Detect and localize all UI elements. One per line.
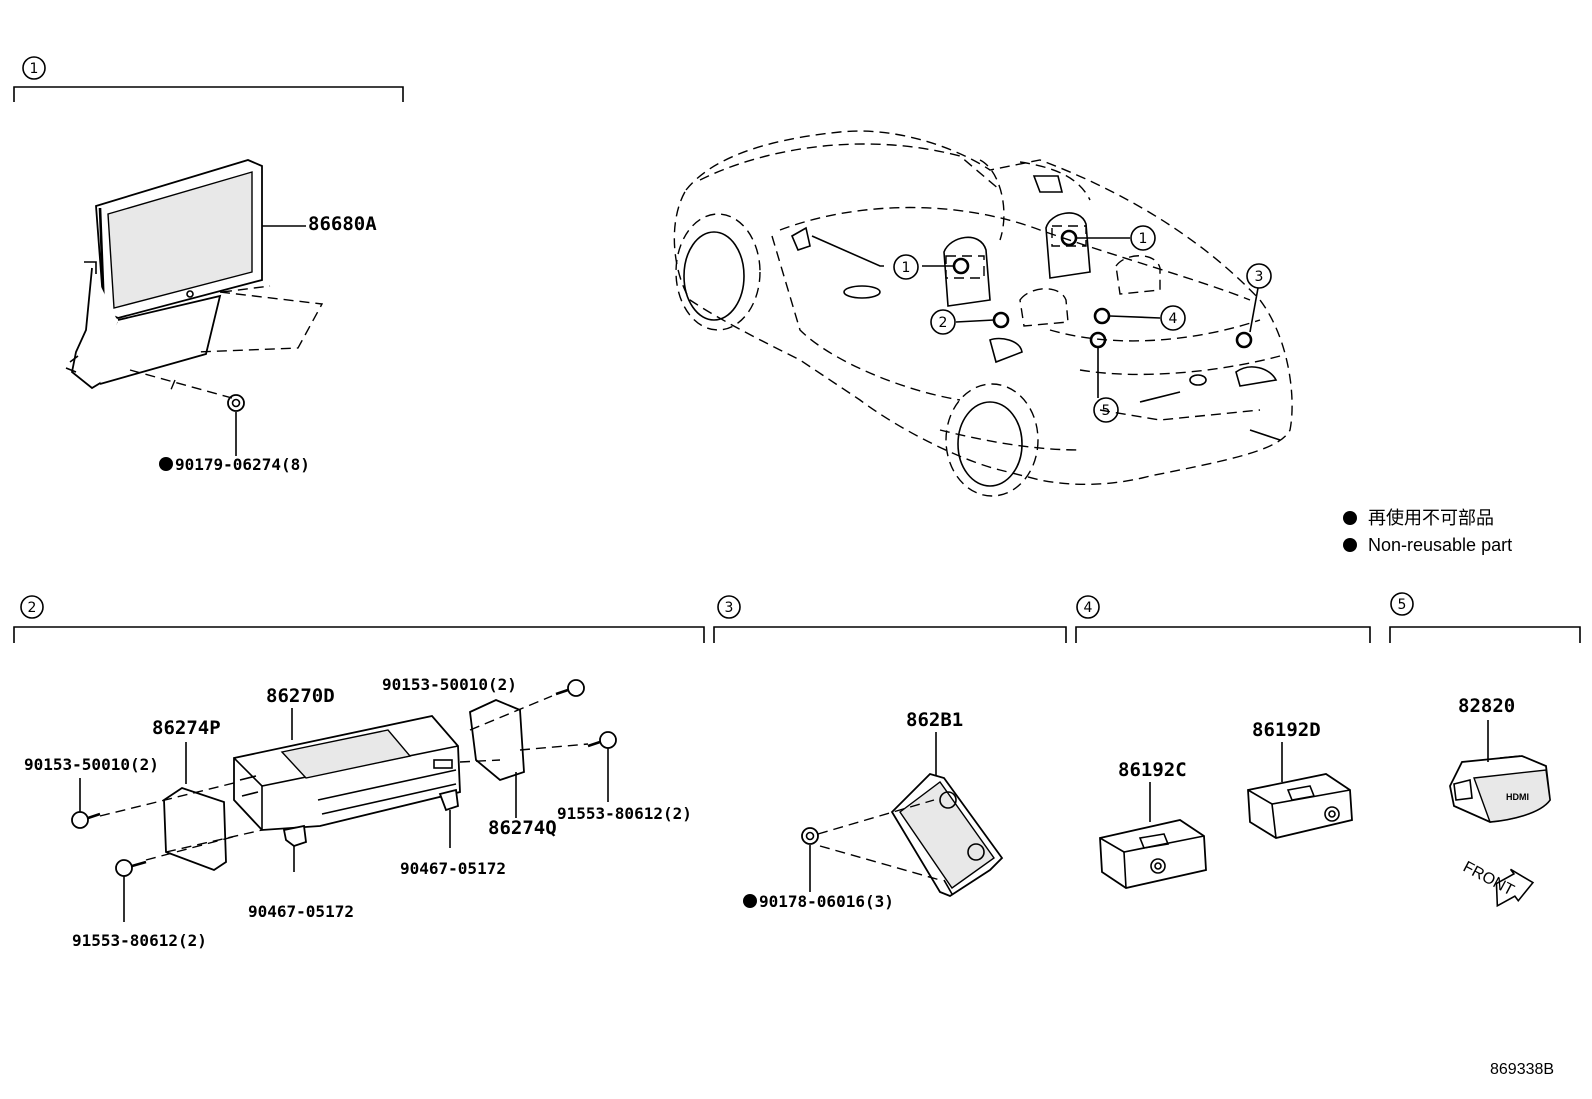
part-86274P: 86274P [152,717,221,739]
legend: 再使用不可部品 Non-reusable part [1343,508,1512,555]
section-5: 5 HDMI 82820 FRONT [1389,592,1581,908]
legend-dot-en [1343,538,1357,552]
section-1-number: 1 [30,61,39,77]
bracket-right [469,699,525,782]
section-4-bracket [1075,626,1371,643]
section-2: 2 86270D 86274P 86274Q [13,595,705,950]
part-90153-right: 90153-50010(2) [382,675,517,694]
screw-90153-right [567,679,585,697]
part-90467-a: 90467-05172 [248,902,354,921]
non-reusable-dot-90178 [743,894,757,908]
callout-3: 3 [1255,269,1264,285]
screw-90153-left [71,811,89,829]
section-2-bracket [13,626,705,643]
bracket-left [163,787,227,872]
legend-jp: 再使用不可部品 [1368,508,1494,528]
hdmi-jack-82820: HDMI [1449,755,1551,823]
usb-jack-86192C [1099,819,1207,889]
section-1: 1 86680A 90179-06274(8) [13,56,404,474]
front-label: FRONT [1460,859,1517,900]
part-86270D: 86270D [266,685,335,707]
part-90178: 90178-06016(3) [759,892,894,911]
section-5-circle [1390,592,1414,616]
display-monitor [65,159,263,412]
callout-1b: 1 [1139,231,1148,247]
module-862B1 [890,772,1004,898]
section-2-circle [20,595,44,619]
legend-en: Non-reusable part [1368,535,1512,555]
section-1-bracket [13,86,404,102]
section-3-bracket [713,626,1067,643]
part-90467-b: 90467-05172 [400,859,506,878]
section-4-circle [1076,595,1100,619]
section-3-number: 3 [725,600,734,616]
callout-5: 5 [1102,403,1111,419]
callout-1a: 1 [902,260,911,276]
callout-4: 4 [1169,311,1178,327]
part-91553-right: 91553-80612(2) [557,804,692,823]
part-82820: 82820 [1458,695,1515,717]
nut-90178 [801,827,819,845]
hdmi-label: HDMI [1506,792,1529,802]
car-overview: 1 1 2 4 5 3 [673,130,1293,497]
section-5-bracket [1389,626,1581,643]
part-86274Q: 86274Q [488,817,557,839]
clip-90467-a [282,824,307,848]
main-unit [233,715,461,831]
section-2-number: 2 [28,600,37,616]
callout-2: 2 [939,315,948,331]
non-reusable-dot [159,457,173,471]
part-86192C: 86192C [1118,759,1187,781]
part-862B1: 862B1 [906,709,963,731]
section-3-circle [717,595,741,619]
section-3: 3 862B1 90178-06016(3) [713,595,1067,911]
part-91553-left: 91553-80612(2) [72,931,207,950]
section-4: 4 86192C 86192D [1075,595,1371,889]
nut-90179 [227,394,245,412]
clip-90467-b [438,788,459,812]
legend-dot-jp [1343,511,1357,525]
part-86192D: 86192D [1252,719,1321,741]
section-4-number: 4 [1084,600,1093,616]
screw-91553-left [115,859,133,877]
front-arrow: FRONT [1460,859,1535,908]
diagram-reference-code: 869338B [1490,1061,1554,1078]
usb-jack-86192D [1247,773,1353,839]
part-90153-left: 90153-50010(2) [24,755,159,774]
screw-91553-right [599,731,617,749]
part-90179: 90179-06274(8) [175,455,310,474]
part-86680A: 86680A [308,213,377,235]
section-5-number: 5 [1398,597,1407,613]
section-1-circle [22,56,46,80]
